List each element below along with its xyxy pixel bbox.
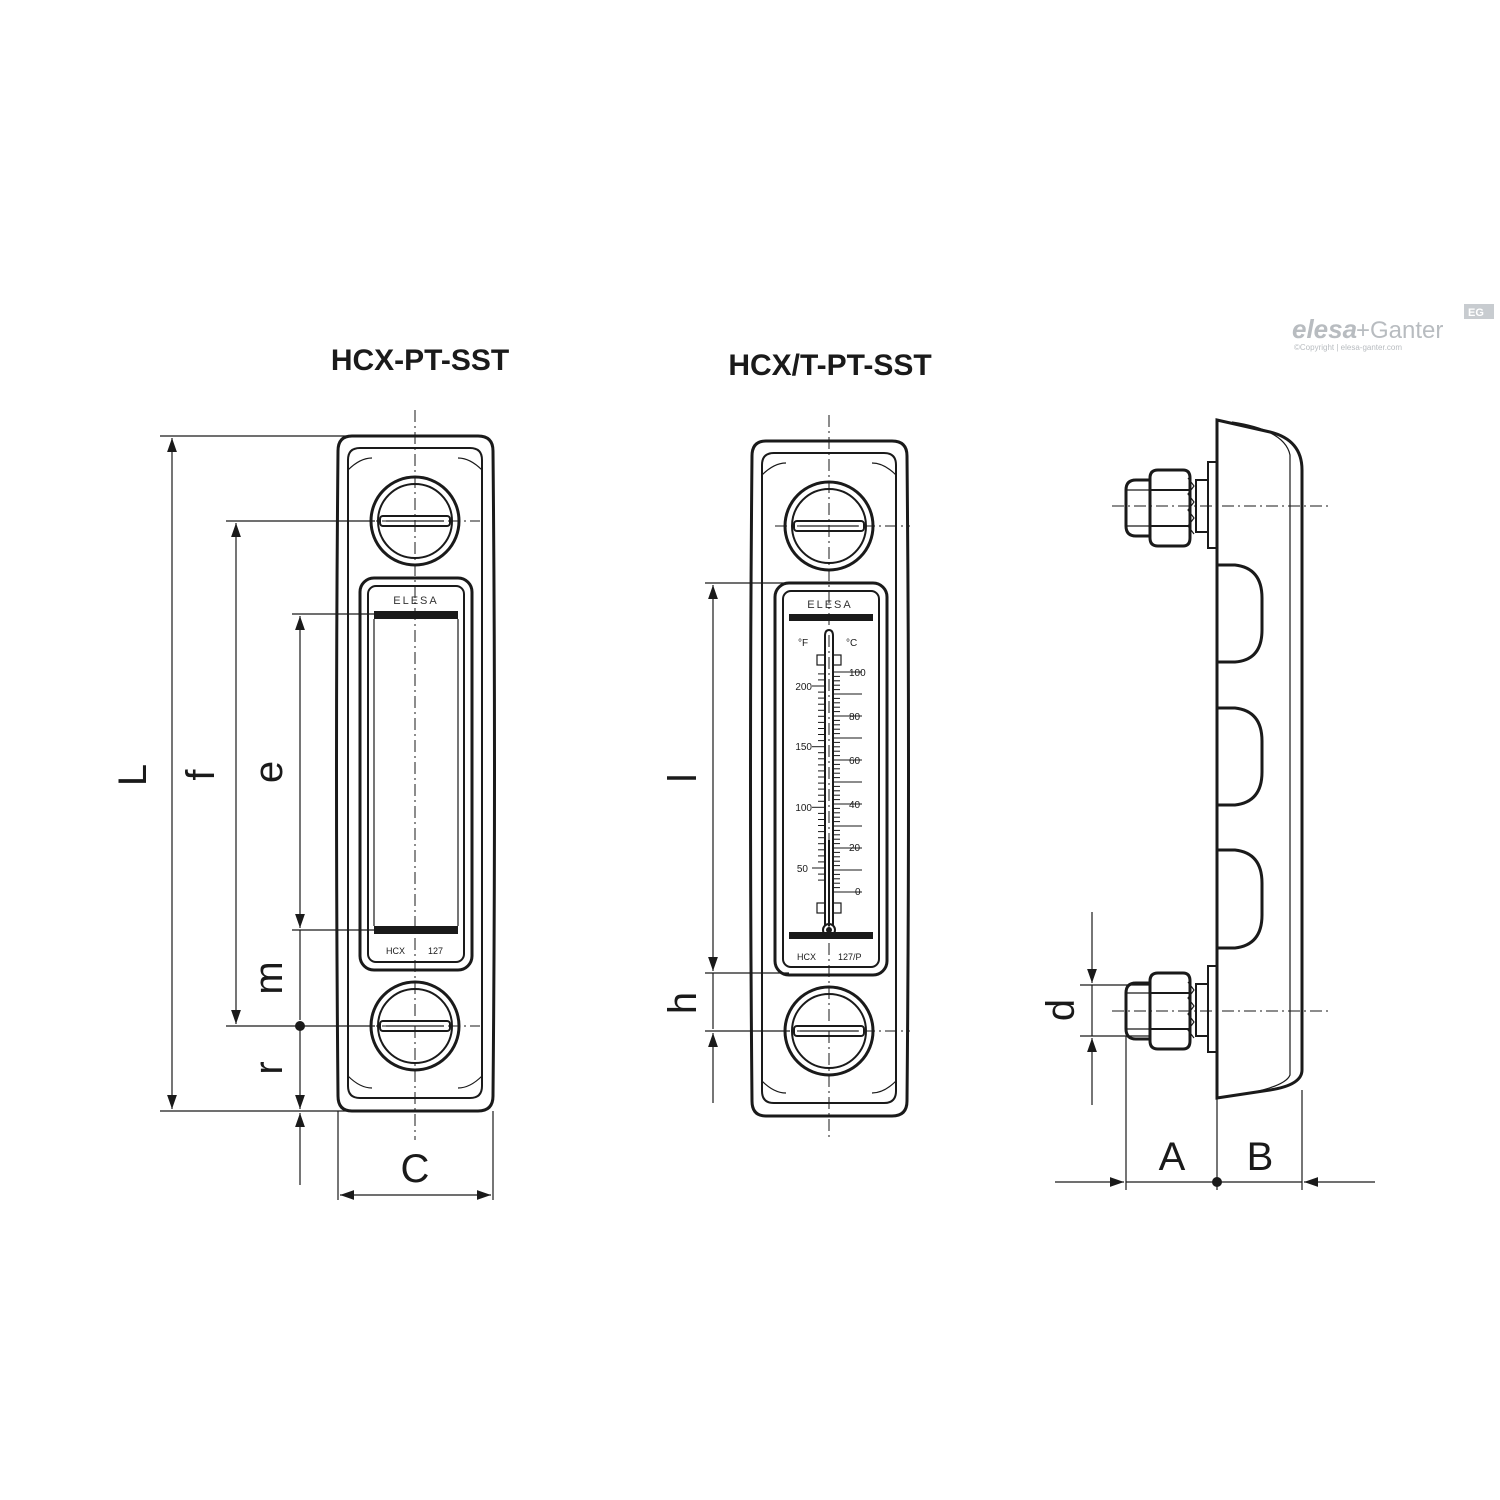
right-gauge-side-view <box>1112 418 1330 1100</box>
middle-window-brand: ELESA <box>807 599 852 611</box>
side-bump-1 <box>1217 563 1264 664</box>
left-window-number: 127 <box>428 946 443 956</box>
middle-gauge-front-view: ELESA HCX 127/P °F °C 200 150 100 50 100… <box>749 415 910 1140</box>
left-window-frame <box>358 576 474 972</box>
dim-label-h: h <box>661 992 705 1014</box>
scale-f-150: 150 <box>795 742 812 753</box>
dim-label-d: d <box>1039 999 1083 1021</box>
middle-window-code: HCX <box>797 952 816 962</box>
middle-dimensions: l h <box>661 582 830 1103</box>
left-window-brand: ELESA <box>393 595 438 607</box>
left-housing-inner <box>347 447 483 1099</box>
middle-view-title: HCX/T-PT-SST <box>728 349 931 382</box>
dim-datum-point-left <box>295 1021 305 1031</box>
dim-label-r: r <box>247 1061 291 1074</box>
middle-window-inner <box>782 590 880 968</box>
logo-ganter-text: Ganter <box>1370 317 1443 344</box>
dim-label-m: m <box>247 961 291 994</box>
scale-f-100: 100 <box>795 803 812 814</box>
scale-c-20: 20 <box>849 843 861 854</box>
logo-badge-text: EG <box>1468 307 1484 319</box>
side-bottom-bolt <box>1124 965 1218 1053</box>
middle-housing-outline <box>749 439 910 1118</box>
celsius-ticks <box>833 671 862 893</box>
unit-celsius: °C <box>846 638 857 649</box>
middle-window-frame <box>773 581 889 977</box>
scale-c-60: 60 <box>849 756 861 767</box>
dim-label-e: e <box>247 761 291 783</box>
middle-window-top-band <box>789 614 873 621</box>
dim-label-L: L <box>111 764 155 786</box>
scale-c-40: 40 <box>849 800 861 811</box>
dim-label-C: C <box>401 1147 430 1191</box>
dim-label-f: f <box>179 769 223 781</box>
middle-housing-corners <box>761 462 897 1094</box>
scale-c-100: 100 <box>849 668 866 679</box>
scale-f-50: 50 <box>797 864 809 875</box>
right-dimensions: d A B <box>1039 912 1375 1190</box>
side-bump-2 <box>1217 706 1264 807</box>
middle-window-number: 127/P <box>838 952 862 962</box>
left-housing-corners <box>347 457 483 1089</box>
unit-fahrenheit: °F <box>798 638 808 649</box>
logo-elesa-text: elesa <box>1292 314 1357 344</box>
left-window-top-band <box>374 611 458 619</box>
scale-c-80: 80 <box>849 712 861 723</box>
left-window-bottom-band <box>374 926 458 934</box>
scale-f-200: 200 <box>795 682 812 693</box>
dim-datum-point-right <box>1212 1177 1222 1187</box>
dim-label-l: l <box>661 774 705 783</box>
left-housing-outline <box>335 434 496 1113</box>
elesa-ganter-logo: elesa + Ganter ©Copyright | elesa-ganter… <box>1292 304 1494 352</box>
thermometer: °F °C 200 150 100 50 100 80 60 40 20 0 <box>795 628 866 937</box>
left-gauge-front-view: ELESA HCX 127 <box>335 410 496 1140</box>
side-bump-3 <box>1217 848 1264 950</box>
middle-housing-inner <box>761 452 897 1104</box>
logo-badge <box>1464 304 1494 319</box>
dim-label-A: A <box>1159 1135 1186 1179</box>
left-window-code: HCX <box>386 946 405 956</box>
logo-copyright-text: ©Copyright | elesa-ganter.com <box>1294 343 1402 352</box>
left-view-title: HCX-PT-SST <box>331 344 509 377</box>
fahrenheit-ticks <box>812 673 825 881</box>
left-window-inner <box>367 585 465 963</box>
logo-plus-text: + <box>1356 317 1370 344</box>
left-dimensions: L f e m r C <box>111 435 494 1200</box>
dim-label-B: B <box>1247 1135 1274 1179</box>
scale-c-0: 0 <box>855 887 861 898</box>
side-top-bolt <box>1124 461 1218 549</box>
side-body-inner <box>1231 421 1291 1097</box>
side-body-outline <box>1215 418 1304 1100</box>
